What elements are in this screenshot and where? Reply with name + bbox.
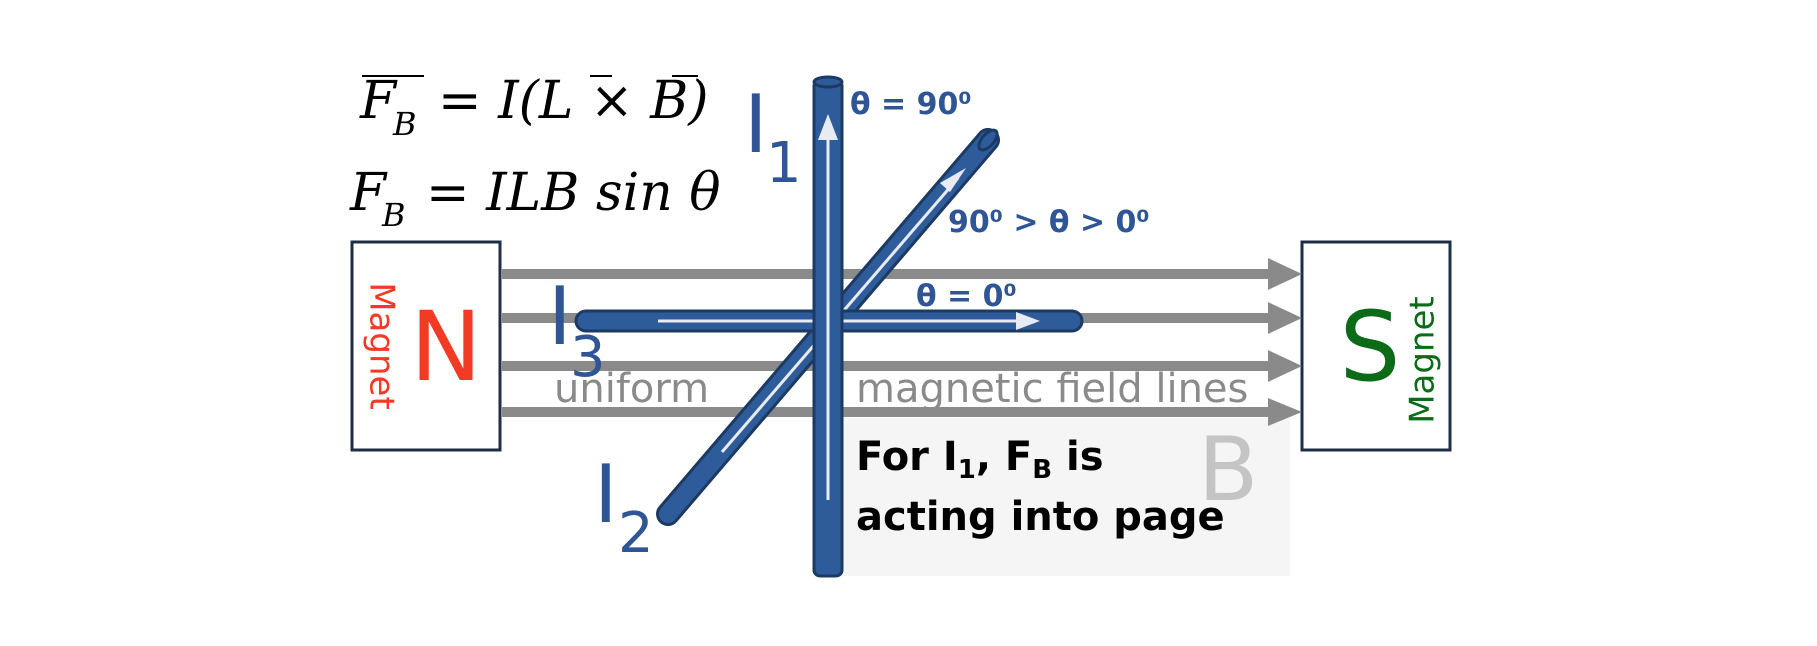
- note-background: [838, 418, 1290, 576]
- note-line-2: acting into page: [856, 494, 1225, 540]
- south-pole-letter: S: [1340, 291, 1401, 403]
- field-label-uniform: uniform: [554, 366, 709, 412]
- north-magnet: Magnet N: [350, 240, 502, 452]
- note-line1-mid: , F: [976, 434, 1032, 480]
- wire-i3-current-arrow: [1016, 312, 1040, 330]
- equation-vector-lhs-sub: B: [392, 105, 417, 143]
- wire-i1: [812, 75, 844, 578]
- angle-label-i2: 90⁰ > θ > 0⁰: [948, 205, 1150, 240]
- wire-i1-top-end: [812, 75, 844, 89]
- south-magnet-label: Magnet: [1403, 296, 1443, 424]
- field-arrowhead: [1268, 398, 1302, 426]
- north-pole-letter: N: [410, 291, 482, 403]
- wire-i1-current-arrow: [818, 114, 838, 140]
- note-line1-suffix: is: [1052, 434, 1103, 480]
- angle-label-i3: θ = 0⁰: [916, 279, 1017, 314]
- equation-scalar-lhs: F: [349, 163, 388, 223]
- wire-i2-letter: I: [594, 448, 618, 541]
- equation-vector-lhs: F: [359, 71, 398, 131]
- angle-labels: θ = 90⁰ 90⁰ > θ > 0⁰ θ = 0⁰: [850, 87, 1150, 314]
- wire-i1-sub: 1: [766, 131, 802, 196]
- north-magnet-box: [350, 240, 502, 452]
- wire-i2-end: [977, 128, 999, 152]
- field-symbol-B: B: [1198, 418, 1258, 521]
- note-line1-sub1: 1: [958, 455, 976, 485]
- equation-vector-rhs: = I(L × B): [438, 71, 709, 131]
- wire-i3-letter: I: [548, 270, 572, 363]
- field-arrowhead: [1268, 302, 1302, 334]
- wire-labels: I 1 I 2 I 3: [548, 78, 802, 566]
- south-magnet: S Magnet: [1300, 240, 1452, 452]
- equation-scalar-rhs: = ILB sin θ: [426, 163, 721, 223]
- note-line1-sub2: B: [1032, 455, 1052, 485]
- field-arrowhead: [1268, 258, 1302, 290]
- north-magnet-label: Magnet: [362, 282, 402, 410]
- force-note: For I1, FB is acting into page: [856, 434, 1225, 540]
- field-arrowhead: [1268, 350, 1302, 382]
- equation-scalar-lhs-sub: B: [381, 196, 406, 234]
- wire-i1-letter: I: [744, 78, 768, 171]
- field-arrowheads: [1268, 258, 1302, 426]
- equations: F B = I(L × B) F B = ILB sin θ: [349, 71, 721, 234]
- wire-i3-sub: 3: [570, 325, 606, 390]
- south-magnet-box: [1300, 240, 1452, 452]
- wire-i2-sub: 2: [618, 501, 654, 566]
- wire-i2-current-arrow: [940, 168, 966, 192]
- note-line1-prefix: For I: [856, 434, 958, 480]
- field-label-lines: magnetic field lines: [856, 366, 1248, 412]
- note-line-1: For I1, FB is: [856, 434, 1104, 485]
- angle-label-i1: θ = 90⁰: [850, 87, 972, 122]
